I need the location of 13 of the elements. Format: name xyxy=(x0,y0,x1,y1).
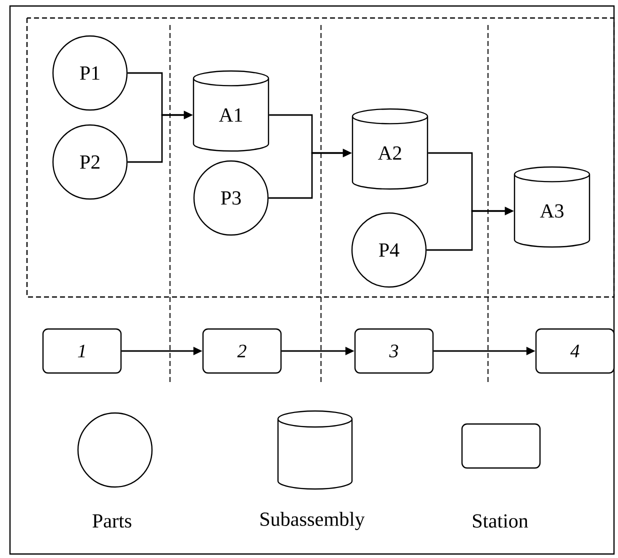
subassembly-cylinder: A2 xyxy=(352,108,428,190)
legend-box xyxy=(461,423,541,469)
station-box: 4 xyxy=(535,328,615,374)
legend-circle xyxy=(77,412,153,488)
subassembly-cylinder: A3 xyxy=(514,166,590,248)
legend-label: Station xyxy=(473,514,528,528)
station-box: 1 xyxy=(42,328,122,374)
station-box: 2 xyxy=(202,328,282,374)
subassembly-cylinder: A1 xyxy=(192,70,270,152)
legend-label: Subassembly xyxy=(260,512,365,530)
legend-label: Parts xyxy=(92,514,132,528)
station-box: 3 xyxy=(354,328,434,374)
legend-cylinder xyxy=(277,410,353,490)
